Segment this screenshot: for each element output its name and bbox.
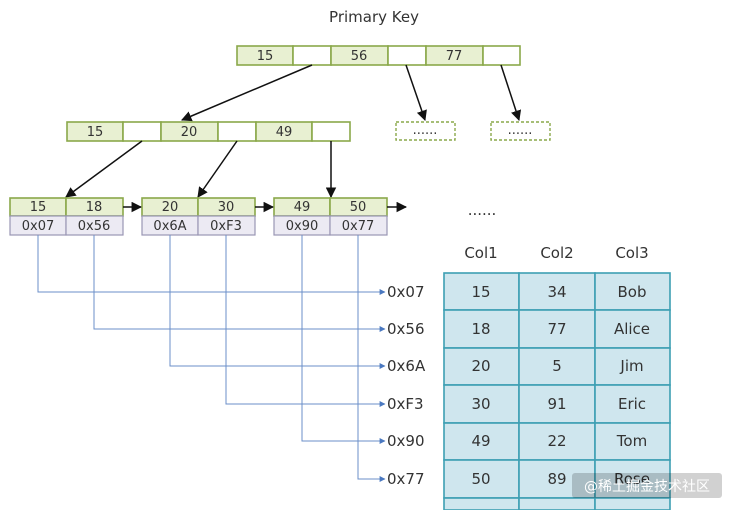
table-row: 15 34 Bob [443,272,671,311]
leaf-key: 30 [218,200,235,215]
leaf-key: 50 [350,200,367,215]
data-table: 15 34 Bob 18 77 Alice 20 5 Jim 30 91 Eri… [443,272,671,510]
table-cell: 15 [471,283,490,301]
internal-node: 15 20 49 [66,121,351,142]
table-cell: Rose [614,470,650,488]
internal-key: 20 [181,125,198,140]
table-cell: 89 [547,470,566,488]
table-cell: 91 [547,395,566,413]
table-cell: Eric [618,395,646,413]
pointer-label: 0xF3 [387,395,424,413]
leaf-address: 0x56 [78,219,111,234]
leaf-address: 0x90 [286,219,319,234]
table-row: 50 89 Rose [443,459,671,499]
leaf-address: 0xF3 [210,219,242,234]
table-row: 20 5 Jim [443,347,671,386]
leaf-address: 0x77 [342,219,375,234]
root-node: 15 56 77 [236,45,521,66]
root-key: 56 [351,49,368,64]
internal-child-arrow [65,140,143,198]
table-cell: 77 [547,320,566,338]
internal-key: 49 [276,125,293,140]
root-key: 15 [257,49,274,64]
table-cell: Bob [618,283,647,301]
leaf-node: 49 50 0x90 0x77 [273,197,388,236]
pointer-links [37,235,386,482]
table-row: 49 22 Tom [443,422,671,461]
leaf-key: 20 [162,200,179,215]
leaf-address: 0x07 [22,219,55,234]
table-cell: Tom [616,432,647,450]
table-cell: 34 [547,283,566,301]
table-header: Col1 [464,244,497,262]
internal-key: 15 [87,125,104,140]
leaf-key: 15 [30,200,47,215]
pointer-label: 0x77 [387,470,425,488]
placeholder-node [490,121,551,141]
root-key: 77 [446,49,463,64]
root-child-arrow [500,64,522,121]
table-cell: 49 [471,432,490,450]
root-child-arrow [405,64,427,121]
placeholder-ellipsis: ...... [508,123,533,138]
table-cell: Jim [619,357,643,375]
pointer-label: 0x6A [387,357,426,375]
table-cell: Alice [614,320,650,338]
watermark-text: @稀土掘金技术社区 [584,479,710,495]
table-cell: 22 [547,432,566,450]
leaf-node: 20 30 0x6A 0xF3 [141,197,256,236]
internal-child-arrow [197,140,238,198]
table-cell: 20 [471,357,490,375]
pointer-label: 0x56 [387,320,425,338]
table-header: Col2 [540,244,573,262]
pointer-label: 0x07 [387,283,425,301]
root-child-arrow [181,64,313,122]
table-cell: 50 [471,470,490,488]
pointer-label: 0x90 [387,432,425,450]
table-cell: 5 [552,357,562,375]
more-leaves-ellipsis: ...... [468,201,497,219]
table-cell: 18 [471,320,490,338]
leaf-node: 15 18 0x07 0x56 [9,197,124,236]
table-cell: 30 [471,395,490,413]
table-row: 18 77 Alice [443,309,671,349]
leaf-address: 0x6A [153,219,186,234]
leaf-key: 49 [294,200,311,215]
watermark-backdrop [572,473,722,498]
leaf-key: 18 [86,200,103,215]
table-row: 30 91 Eric [443,384,671,424]
table-header: Col3 [615,244,648,262]
placeholder-node [395,121,456,141]
placeholder-ellipsis: ...... [413,123,438,138]
diagram-title: Primary Key [329,8,419,26]
